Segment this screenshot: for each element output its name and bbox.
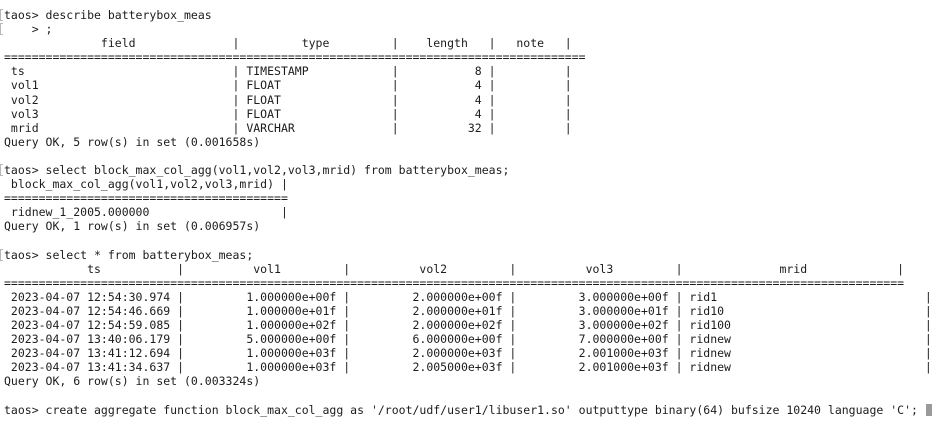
- table-header: ts | vol1 | vol2 | vol3 | mrid |: [4, 262, 932, 276]
- table-header-text: ts | vol1 | vol2 | vol3 | mrid |: [4, 261, 905, 276]
- command-mark: [0, 9, 3, 21]
- status-line-text: Query OK, 1 row(s) in set (0.006957s): [4, 219, 261, 234]
- table-row: 2023-04-07 13:40:06.179 | 5.000000e+00f …: [4, 332, 932, 346]
- terminal-output[interactable]: taos> describe batterybox_meas > ; field…: [0, 8, 932, 417]
- blank-line: [4, 149, 932, 163]
- table-header: field | type | length | note |: [4, 36, 932, 50]
- table-divider-text: ========================================…: [4, 50, 586, 65]
- command-line: taos> create aggregate function block_ma…: [4, 403, 932, 417]
- table-divider-text: ========================================…: [4, 191, 288, 206]
- command-line-text: taos> select block_max_col_agg(vol1,vol2…: [4, 163, 510, 178]
- status-line: Query OK, 1 row(s) in set (0.006957s): [4, 219, 932, 233]
- table-row: vol2 | FLOAT | 4 | |: [4, 93, 932, 107]
- table-row-text: vol1 | FLOAT | 4 | |: [4, 78, 572, 93]
- status-line: Query OK, 6 row(s) in set (0.003324s): [4, 374, 932, 388]
- table-row-text: 2023-04-07 13:41:34.637 | 1.000000e+03f …: [4, 360, 932, 375]
- command-line: taos> describe batterybox_meas: [0, 8, 932, 22]
- table-row: 2023-04-07 12:54:59.085 | 1.000000e+02f …: [4, 318, 932, 332]
- status-line-text: Query OK, 5 row(s) in set (0.001658s): [4, 134, 261, 149]
- table-row-text: 2023-04-07 12:54:59.085 | 1.000000e+02f …: [4, 318, 932, 333]
- table-row: ts | TIMESTAMP | 8 | |: [4, 64, 932, 78]
- status-line: Query OK, 5 row(s) in set (0.001658s): [4, 135, 932, 149]
- table-row: 2023-04-07 12:54:46.669 | 1.000000e+01f …: [4, 304, 932, 318]
- table-row: vol3 | FLOAT | 4 | |: [4, 107, 932, 121]
- command-line-text: taos> describe batterybox_meas: [4, 8, 212, 22]
- blank-line: [4, 234, 932, 248]
- continuation-line-text: > ;: [4, 22, 53, 37]
- table-row-text: ts | TIMESTAMP | 8 | |: [4, 64, 572, 79]
- command-mark: [0, 164, 3, 177]
- table-row-text: vol3 | FLOAT | 4 | |: [4, 106, 572, 121]
- table-row-text: 2023-04-07 12:54:46.669 | 1.000000e+01f …: [4, 303, 932, 318]
- command-line-text: taos> create aggregate function block_ma…: [4, 402, 925, 417]
- command-line-text: taos> select * from batterybox_meas;: [4, 247, 254, 262]
- table-row-text: 2023-04-07 13:41:12.694 | 1.000000e+03f …: [4, 346, 932, 361]
- table-row: 2023-04-07 12:54:30.974 | 1.000000e+00f …: [4, 290, 932, 304]
- table-row: 2023-04-07 13:41:34.637 | 1.000000e+03f …: [4, 360, 932, 374]
- table-divider: ========================================…: [4, 276, 932, 290]
- command-line: taos> select block_max_col_agg(vol1,vol2…: [0, 163, 932, 178]
- command-mark: [0, 23, 3, 36]
- command-line: taos> select * from batterybox_meas;: [0, 247, 932, 262]
- table-row: vol1 | FLOAT | 4 | |: [4, 78, 932, 92]
- command-mark: [0, 248, 3, 261]
- table-row-text: 2023-04-07 12:54:30.974 | 1.000000e+00f …: [4, 289, 932, 304]
- table-row: ridnew_1_2005.000000 |: [4, 205, 932, 219]
- table-divider: ========================================…: [4, 191, 932, 205]
- table-row-text: mrid | VARCHAR | 32 | |: [4, 120, 572, 135]
- table-header-text: field | type | length | note |: [4, 36, 572, 51]
- table-header: block_max_col_agg(vol1,vol2,vol3,mrid) |: [4, 177, 932, 191]
- table-row-text: vol2 | FLOAT | 4 | |: [4, 92, 572, 107]
- cursor-icon: [925, 403, 932, 416]
- status-line-text: Query OK, 6 row(s) in set (0.003324s): [4, 374, 261, 389]
- table-row-text: 2023-04-07 13:40:06.179 | 5.000000e+00f …: [4, 332, 932, 347]
- table-row: 2023-04-07 13:41:12.694 | 1.000000e+03f …: [4, 346, 932, 360]
- table-row-text: ridnew_1_2005.000000 |: [4, 205, 288, 220]
- table-header-text: block_max_col_agg(vol1,vol2,vol3,mrid) |: [4, 177, 288, 192]
- continuation-line: > ;: [0, 22, 932, 37]
- blank-line: [4, 389, 932, 403]
- table-divider: ========================================…: [4, 50, 932, 64]
- table-row: mrid | VARCHAR | 32 | |: [4, 121, 932, 135]
- table-divider-text: ========================================…: [4, 275, 905, 290]
